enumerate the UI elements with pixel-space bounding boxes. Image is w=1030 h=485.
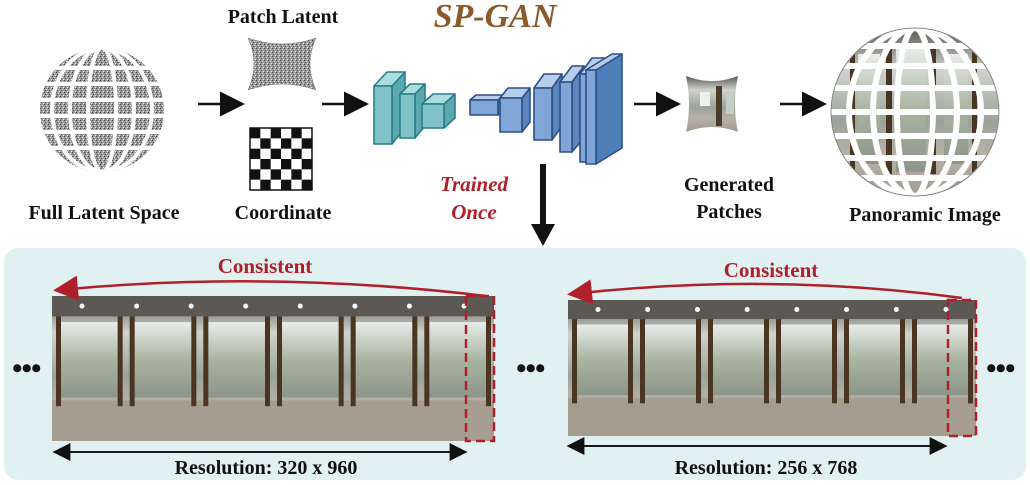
panoramic-image-label: Panoramic Image (849, 204, 1001, 226)
checkerboard-icon (249, 127, 313, 191)
down-arrow-icon (531, 164, 555, 246)
generator-blocks (469, 53, 623, 165)
ellipsis-middle: ••• (516, 352, 545, 385)
generated-patches-line1: Generated (684, 174, 774, 196)
consistent-label-left: Consistent (217, 254, 313, 278)
generated-patches-line2: Patches (696, 201, 762, 223)
trained-once-line2: Once (451, 200, 497, 224)
left-overlap-box (464, 294, 496, 443)
resolution-label-right: Resolution: 256 x 768 (674, 457, 858, 479)
panorama-left-image (52, 296, 494, 441)
encoder-blocks (373, 71, 456, 145)
coordinate-label: Coordinate (234, 202, 332, 224)
consistent-arrow-right (567, 279, 963, 305)
panorama-right-image (568, 300, 976, 436)
consistent-arrow-left (53, 275, 487, 301)
generated-patch-image (686, 76, 738, 132)
sp-gan-title: SP-GAN (433, 0, 557, 35)
panoramic-sphere-image (830, 27, 1000, 197)
ellipsis-left: ••• (12, 352, 41, 385)
full-latent-label: Full Latent Space (28, 202, 180, 224)
latent-sphere-icon (40, 48, 164, 172)
patch-latent-label: Patch Latent (227, 6, 339, 28)
trained-once-line1: Trained (439, 172, 509, 196)
ellipsis-right: ••• (986, 352, 1015, 385)
consistent-label-right: Consistent (723, 258, 819, 282)
right-overlap-box (946, 298, 978, 438)
patch-latent-image (247, 37, 317, 91)
resolution-label-left: Resolution: 320 x 960 (174, 457, 358, 479)
